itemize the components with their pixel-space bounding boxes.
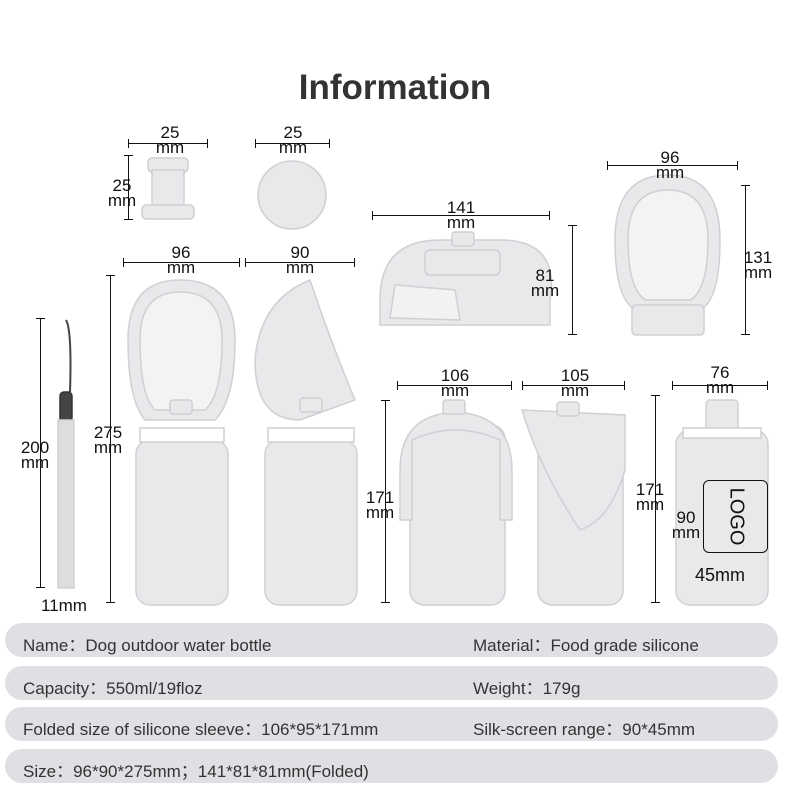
spec-row: Folded size of silicone sleeve：106*95*17… bbox=[5, 707, 778, 741]
bottle-side-image bbox=[254, 279, 358, 606]
dim-line bbox=[607, 161, 738, 170]
spec-name: Name：Dog outdoor water bottle bbox=[23, 636, 272, 655]
dim-line bbox=[106, 275, 115, 603]
dim-line bbox=[381, 400, 390, 603]
spec-size: Size：96*90*275mm；141*81*81mm(Folded) bbox=[23, 762, 369, 781]
dim-line bbox=[255, 139, 330, 148]
dim-line bbox=[568, 225, 577, 335]
dim-line bbox=[36, 318, 45, 588]
spec-capacity: Capacity：550ml/19floz bbox=[23, 679, 203, 698]
spec-folded-size: Folded size of silicone sleeve：106*95*17… bbox=[23, 720, 379, 739]
strap-width-label: 11mm bbox=[41, 596, 87, 615]
dim-line bbox=[741, 185, 750, 335]
product-illustrations bbox=[57, 157, 769, 606]
bowl-image bbox=[614, 174, 721, 336]
logo-text: LOGO bbox=[724, 487, 747, 546]
sleeve-front-image bbox=[399, 399, 513, 606]
dim-line bbox=[124, 155, 133, 220]
strap-image bbox=[57, 319, 75, 589]
spec-material: Material：Food grade silicone bbox=[473, 636, 699, 655]
lid-image bbox=[257, 160, 327, 230]
dim-line bbox=[522, 381, 625, 390]
spec-weight: Weight：179g bbox=[473, 679, 581, 698]
spec-row: Size：96*90*275mm；141*81*81mm(Folded) bbox=[5, 749, 778, 783]
dim-line bbox=[651, 395, 660, 603]
bottle-body-image bbox=[675, 399, 769, 606]
page-title: Information bbox=[298, 68, 492, 107]
dim-line bbox=[245, 258, 355, 267]
dim-line bbox=[672, 381, 768, 390]
dim-line bbox=[128, 139, 208, 148]
dim-line bbox=[372, 211, 550, 220]
logo-print-area: LOGO bbox=[703, 480, 768, 553]
dim-line bbox=[397, 381, 512, 390]
cap-image bbox=[141, 157, 195, 220]
spec-row: Name：Dog outdoor water bottle Material：Fo… bbox=[5, 623, 778, 657]
spec-silk-screen: Silk-screen range：90*45mm bbox=[473, 720, 696, 739]
sleeve-side-image bbox=[520, 401, 626, 606]
folded-bottle-image bbox=[379, 231, 553, 326]
dim-line bbox=[123, 258, 240, 267]
spec-row: Capacity：550ml/19floz Weight：179g bbox=[5, 666, 778, 700]
print-width-label: 45mm bbox=[694, 565, 745, 585]
bottle-front-image bbox=[127, 279, 236, 606]
